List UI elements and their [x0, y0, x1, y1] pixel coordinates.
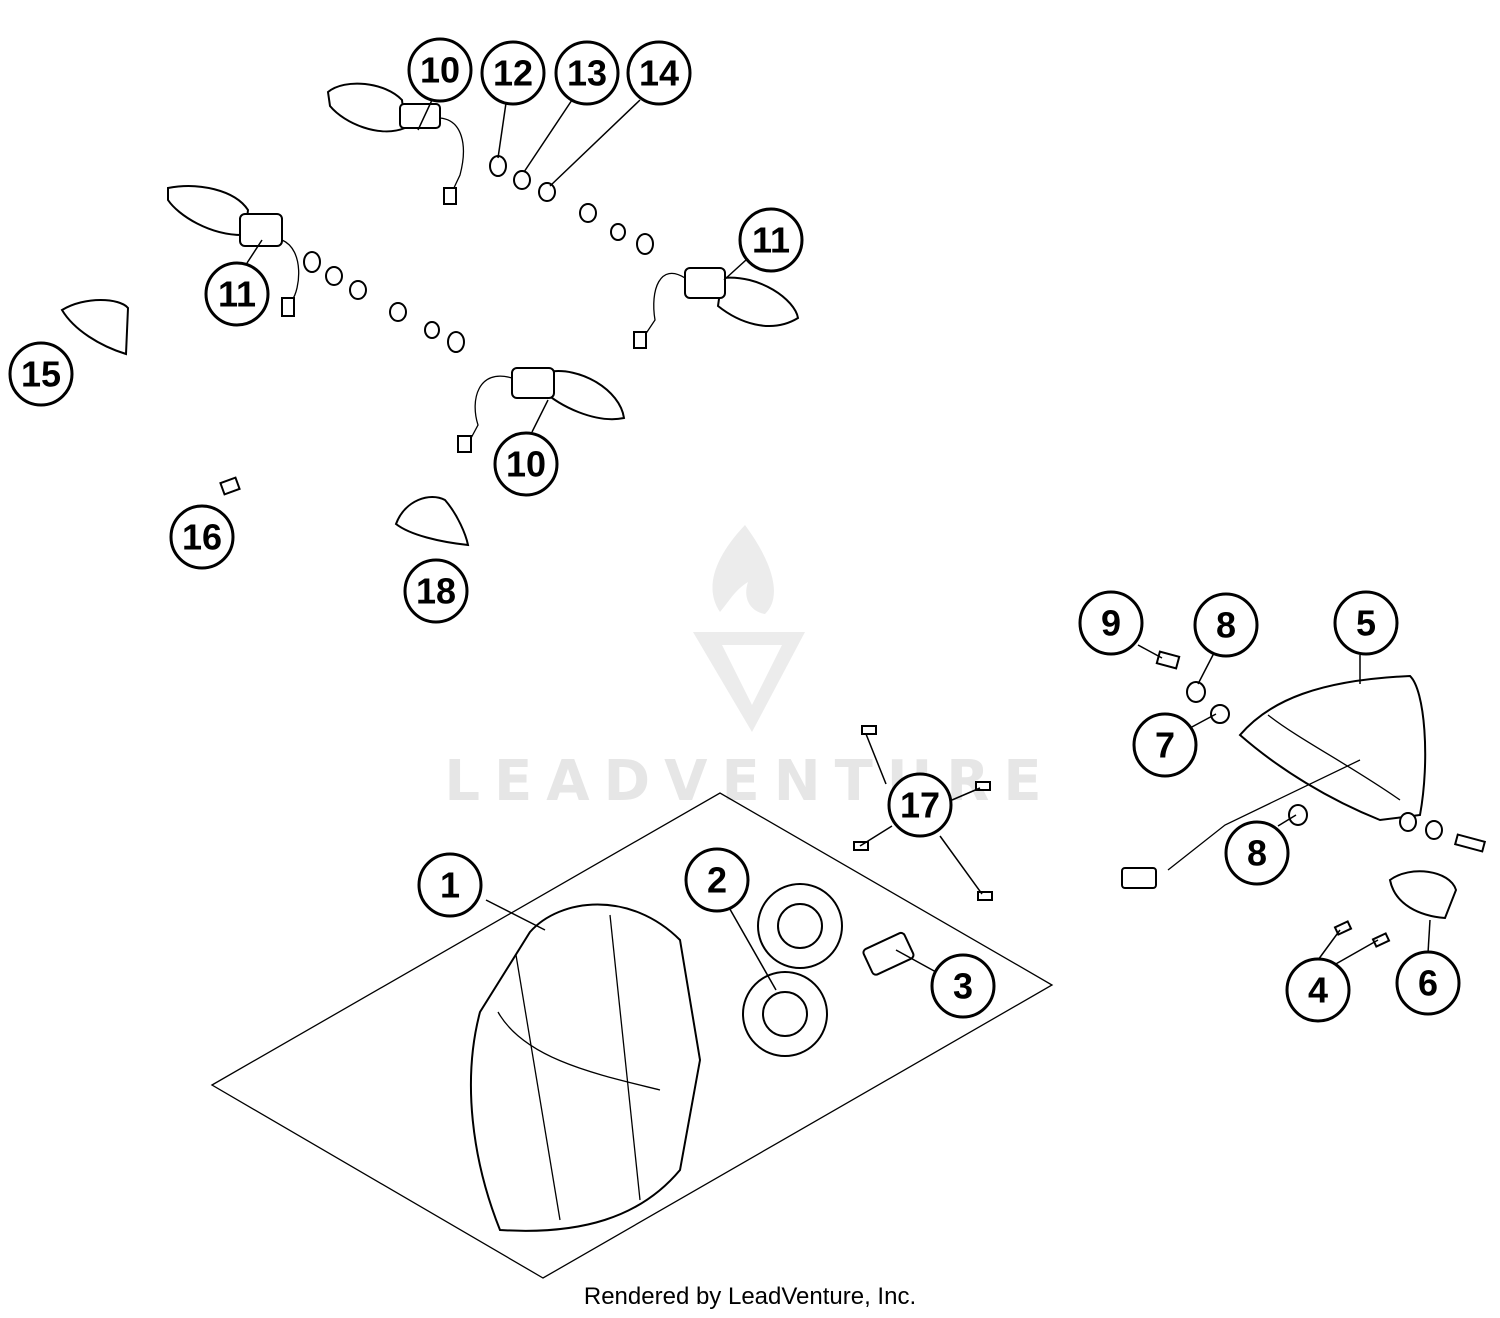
washers-top-row: [489, 155, 654, 255]
callout-9: 9: [1078, 590, 1144, 656]
callout-1: 1: [417, 852, 483, 918]
svg-text:2: 2: [707, 860, 727, 901]
tail-light-fasteners: [1155, 650, 1487, 853]
svg-text:12: 12: [493, 53, 533, 94]
reflector-18: [394, 496, 470, 547]
headlight-bulb-holders: [742, 883, 843, 1057]
watermark-text: LEADVENTURE: [444, 749, 1055, 814]
svg-text:9: 9: [1101, 603, 1121, 644]
license-light-6: [1388, 870, 1458, 920]
svg-text:3: 3: [953, 966, 973, 1007]
callout-8-bottom: 8: [1224, 820, 1290, 886]
svg-text:16: 16: [182, 517, 222, 558]
svg-text:6: 6: [1418, 963, 1438, 1004]
turn-signal-top-left: [326, 82, 464, 205]
headlight-housing: [470, 903, 702, 1232]
svg-text:4: 4: [1308, 970, 1328, 1011]
svg-text:14: 14: [639, 53, 679, 94]
screw-16: [219, 476, 241, 496]
leader-lines: [246, 99, 1431, 991]
callout-11-left: 11: [204, 261, 270, 327]
turn-signal-bottom: [457, 367, 626, 453]
callout-13: 13: [554, 40, 620, 106]
callout-12: 12: [480, 40, 546, 106]
svg-text:8: 8: [1247, 833, 1267, 874]
callout-2: 2: [684, 847, 750, 913]
callout-11-right: 11: [738, 207, 804, 273]
svg-text:11: 11: [752, 220, 790, 261]
callout-15: 15: [8, 341, 74, 407]
svg-text:15: 15: [21, 354, 61, 395]
callout-17: 17: [887, 772, 953, 838]
svg-text:13: 13: [567, 53, 607, 94]
turn-signal-top-right: [633, 267, 800, 349]
svg-text:11: 11: [218, 274, 256, 315]
callout-5: 5: [1333, 590, 1399, 656]
callout-10-top: 10: [407, 37, 473, 103]
callout-10-bottom: 10: [493, 431, 559, 497]
svg-text:17: 17: [900, 785, 940, 826]
washers-middle-row: [303, 251, 465, 353]
svg-text:5: 5: [1356, 603, 1376, 644]
callout-18: 18: [403, 558, 469, 624]
svg-text:18: 18: [416, 571, 456, 612]
reflector-15: [60, 299, 130, 356]
callout-6: 6: [1395, 950, 1461, 1016]
callout-16: 16: [169, 504, 235, 570]
svg-text:10: 10: [506, 444, 546, 485]
turn-signal-mid-left: [167, 185, 300, 317]
watermark-flame-icon: [712, 525, 774, 614]
screws-4: [1333, 920, 1391, 948]
callout-7: 7: [1132, 712, 1198, 778]
watermark-v-icon: [693, 632, 805, 732]
callout-4: 4: [1285, 957, 1351, 1023]
footer-credit: Rendered by LeadVenture, Inc.: [584, 1283, 916, 1310]
svg-text:1: 1: [440, 865, 460, 906]
tail-light-housing: [1121, 674, 1427, 889]
svg-text:8: 8: [1216, 605, 1236, 646]
watermark: LEADVENTURE: [444, 525, 1055, 814]
callout-14: 14: [626, 40, 692, 106]
headlight-bulb: [862, 931, 915, 976]
svg-text:10: 10: [420, 50, 460, 91]
svg-text:7: 7: [1155, 725, 1175, 766]
callout-8-top: 8: [1193, 592, 1259, 658]
callout-3: 3: [930, 953, 996, 1019]
headlight-kit-outline: [210, 792, 1054, 1279]
